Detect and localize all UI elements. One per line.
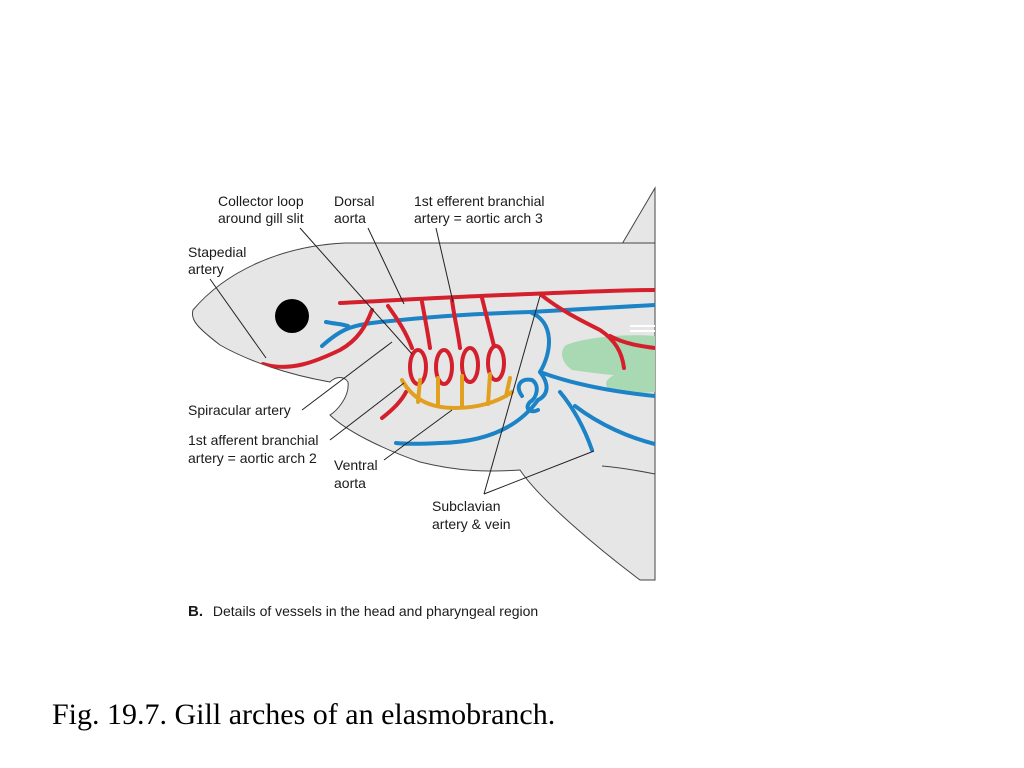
label-stapedial-line1: Stapedial [188,244,246,260]
efferent-arch-1 [386,304,414,350]
label-ventral-aorta-line1: Ventral [334,457,378,473]
veins [320,303,655,452]
efferent-arch-2 [420,300,432,350]
common-cardinal-vein [394,398,540,446]
leader-stapedial [209,278,267,359]
label-ventral-aorta-line2: aorta [334,475,366,491]
efferent-arch-4 [480,296,496,348]
subclavian-vein [558,390,594,452]
label-spiracular: Spiracular artery [188,402,291,418]
panel-letter: B. [188,603,203,620]
leader-spiracular [301,341,393,411]
ventral-aorta [400,378,514,410]
collector-loop-3 [460,346,480,384]
label-collector-loop-line2: around gill slit [218,210,304,226]
label-afferent-line1: 1st afferent branchial [188,432,319,448]
afferent-arch-1 [416,378,422,404]
label-dorsal-aorta-line2: aorta [334,210,366,226]
pectoral-fin-outline [601,465,656,475]
afferent-arch-5 [504,376,512,398]
subclavian-artery [538,292,626,370]
leader-dorsal-aorta [367,227,405,305]
lateral-vein [573,404,655,446]
organ-lower [605,366,655,393]
label-subclavian-line2: artery & vein [432,516,511,532]
arteries [261,288,655,420]
afferent-arches [400,372,514,410]
leader-collector-loop [299,227,413,355]
collector-loop-2 [434,348,454,386]
label-dorsal-aorta-line1: Dorsal [334,193,374,209]
eye-vein [324,320,350,328]
leader-efferent [435,227,454,303]
spiracular-artery [380,390,408,420]
labels: Collector loop around gill slit Dorsal a… [188,193,545,532]
eye [275,299,309,333]
label-efferent-line2: artery = aortic arch 3 [414,210,543,226]
stapedial-artery [261,308,374,369]
leader-subclavian-artery [483,295,541,495]
panel-description: Details of vessels in the head and phary… [213,603,538,619]
organ-line-2 [630,330,655,332]
collector-loop-4 [486,344,506,382]
posterior-cardinal-vein [538,370,655,398]
leader-subclavian-vein [483,450,595,495]
dorsal-fin [621,186,656,245]
dorsal-aorta [338,288,655,305]
label-stapedial-line2: artery [188,261,224,277]
fish-body [191,186,656,581]
leader-ventral-aorta [383,409,453,461]
label-subclavian-line1: Subclavian [432,498,501,514]
label-efferent-line1: 1st efferent branchial [414,193,545,209]
organ-line-1 [630,325,655,327]
efferent-arch-3 [450,298,462,350]
label-afferent-line2: artery = aortic arch 2 [188,450,317,466]
posterior-artery-branch [608,334,655,350]
anterior-cardinal-vein [320,303,655,348]
panel-caption: B. Details of vessels in the head and ph… [188,603,538,620]
leader-lines [209,227,595,495]
leader-afferent [329,382,405,441]
label-collector-loop-line1: Collector loop [218,193,304,209]
figure-caption: Fig. 19.7. Gill arches of an elasmobranc… [52,698,556,731]
heart-blob [516,377,540,414]
afferent-arch-4 [486,372,492,406]
body-outline [191,242,656,581]
